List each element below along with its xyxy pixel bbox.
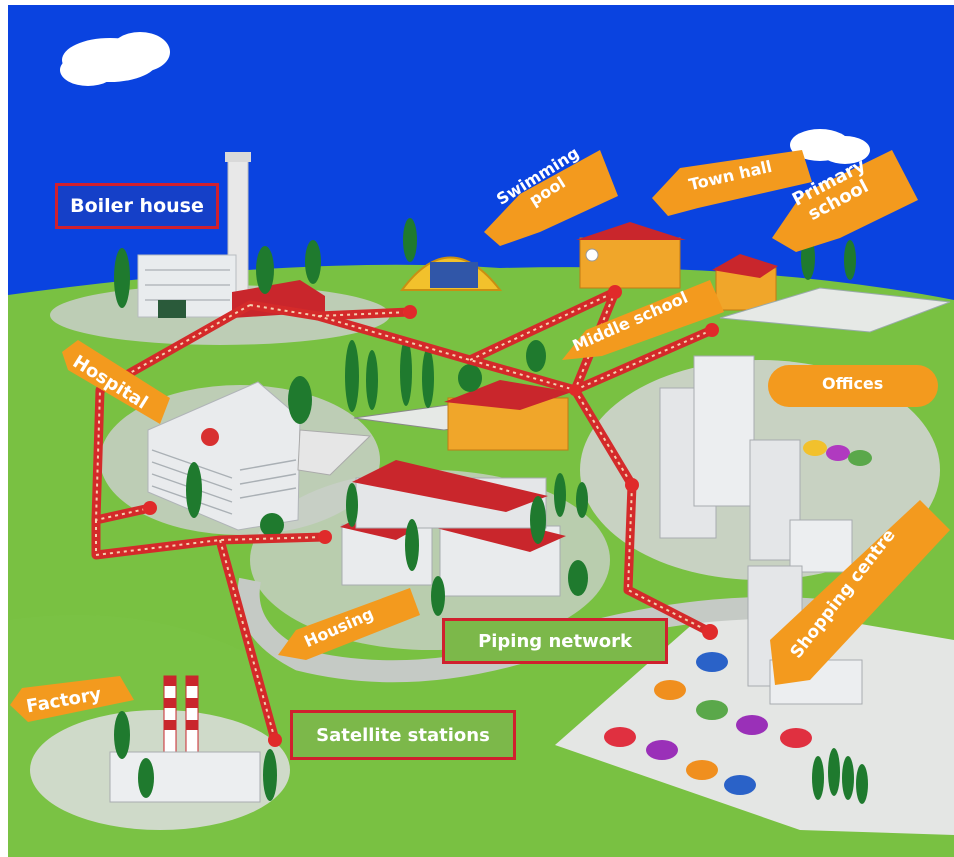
cloud-right (790, 129, 870, 164)
hospital-helipad (201, 428, 219, 446)
shopping-centre-arrow (770, 500, 950, 685)
swimming-pool-arrow (484, 150, 618, 246)
offices-text: Offices (822, 374, 884, 393)
offices-label: Offices (822, 374, 883, 393)
town-hall-arrow (652, 150, 812, 216)
boiler-house-building (137, 254, 237, 318)
factory-arrow (10, 676, 134, 722)
office-towers (659, 355, 853, 573)
piping-network-label: Piping network (442, 618, 668, 664)
town-hall-building (579, 237, 681, 289)
cloud-left (60, 32, 170, 86)
boiler-house-text: Boiler house (70, 195, 204, 217)
boiler-house-label: Boiler house (55, 183, 219, 229)
housing-arrow (278, 588, 420, 660)
factory-buildings (109, 675, 261, 803)
middle-school-arrow (562, 280, 724, 360)
satellite-stations-label: Satellite stations (290, 710, 516, 760)
piping-network-text: Piping network (478, 630, 632, 652)
offices-arrow (768, 365, 938, 407)
office-cars (803, 440, 872, 466)
arrow-label-shapes (10, 150, 950, 722)
piping-network-dashes (94, 291, 713, 741)
trees-boiler (114, 218, 417, 308)
primary-school-yard (719, 287, 951, 333)
hospital-building (147, 381, 301, 531)
satellite-stations-text: Satellite stations (316, 724, 490, 746)
primary-school-arrow (772, 150, 918, 252)
pipe-end-nodes (143, 285, 719, 747)
hospital-arrow (62, 340, 170, 424)
parking-cars (604, 652, 812, 795)
